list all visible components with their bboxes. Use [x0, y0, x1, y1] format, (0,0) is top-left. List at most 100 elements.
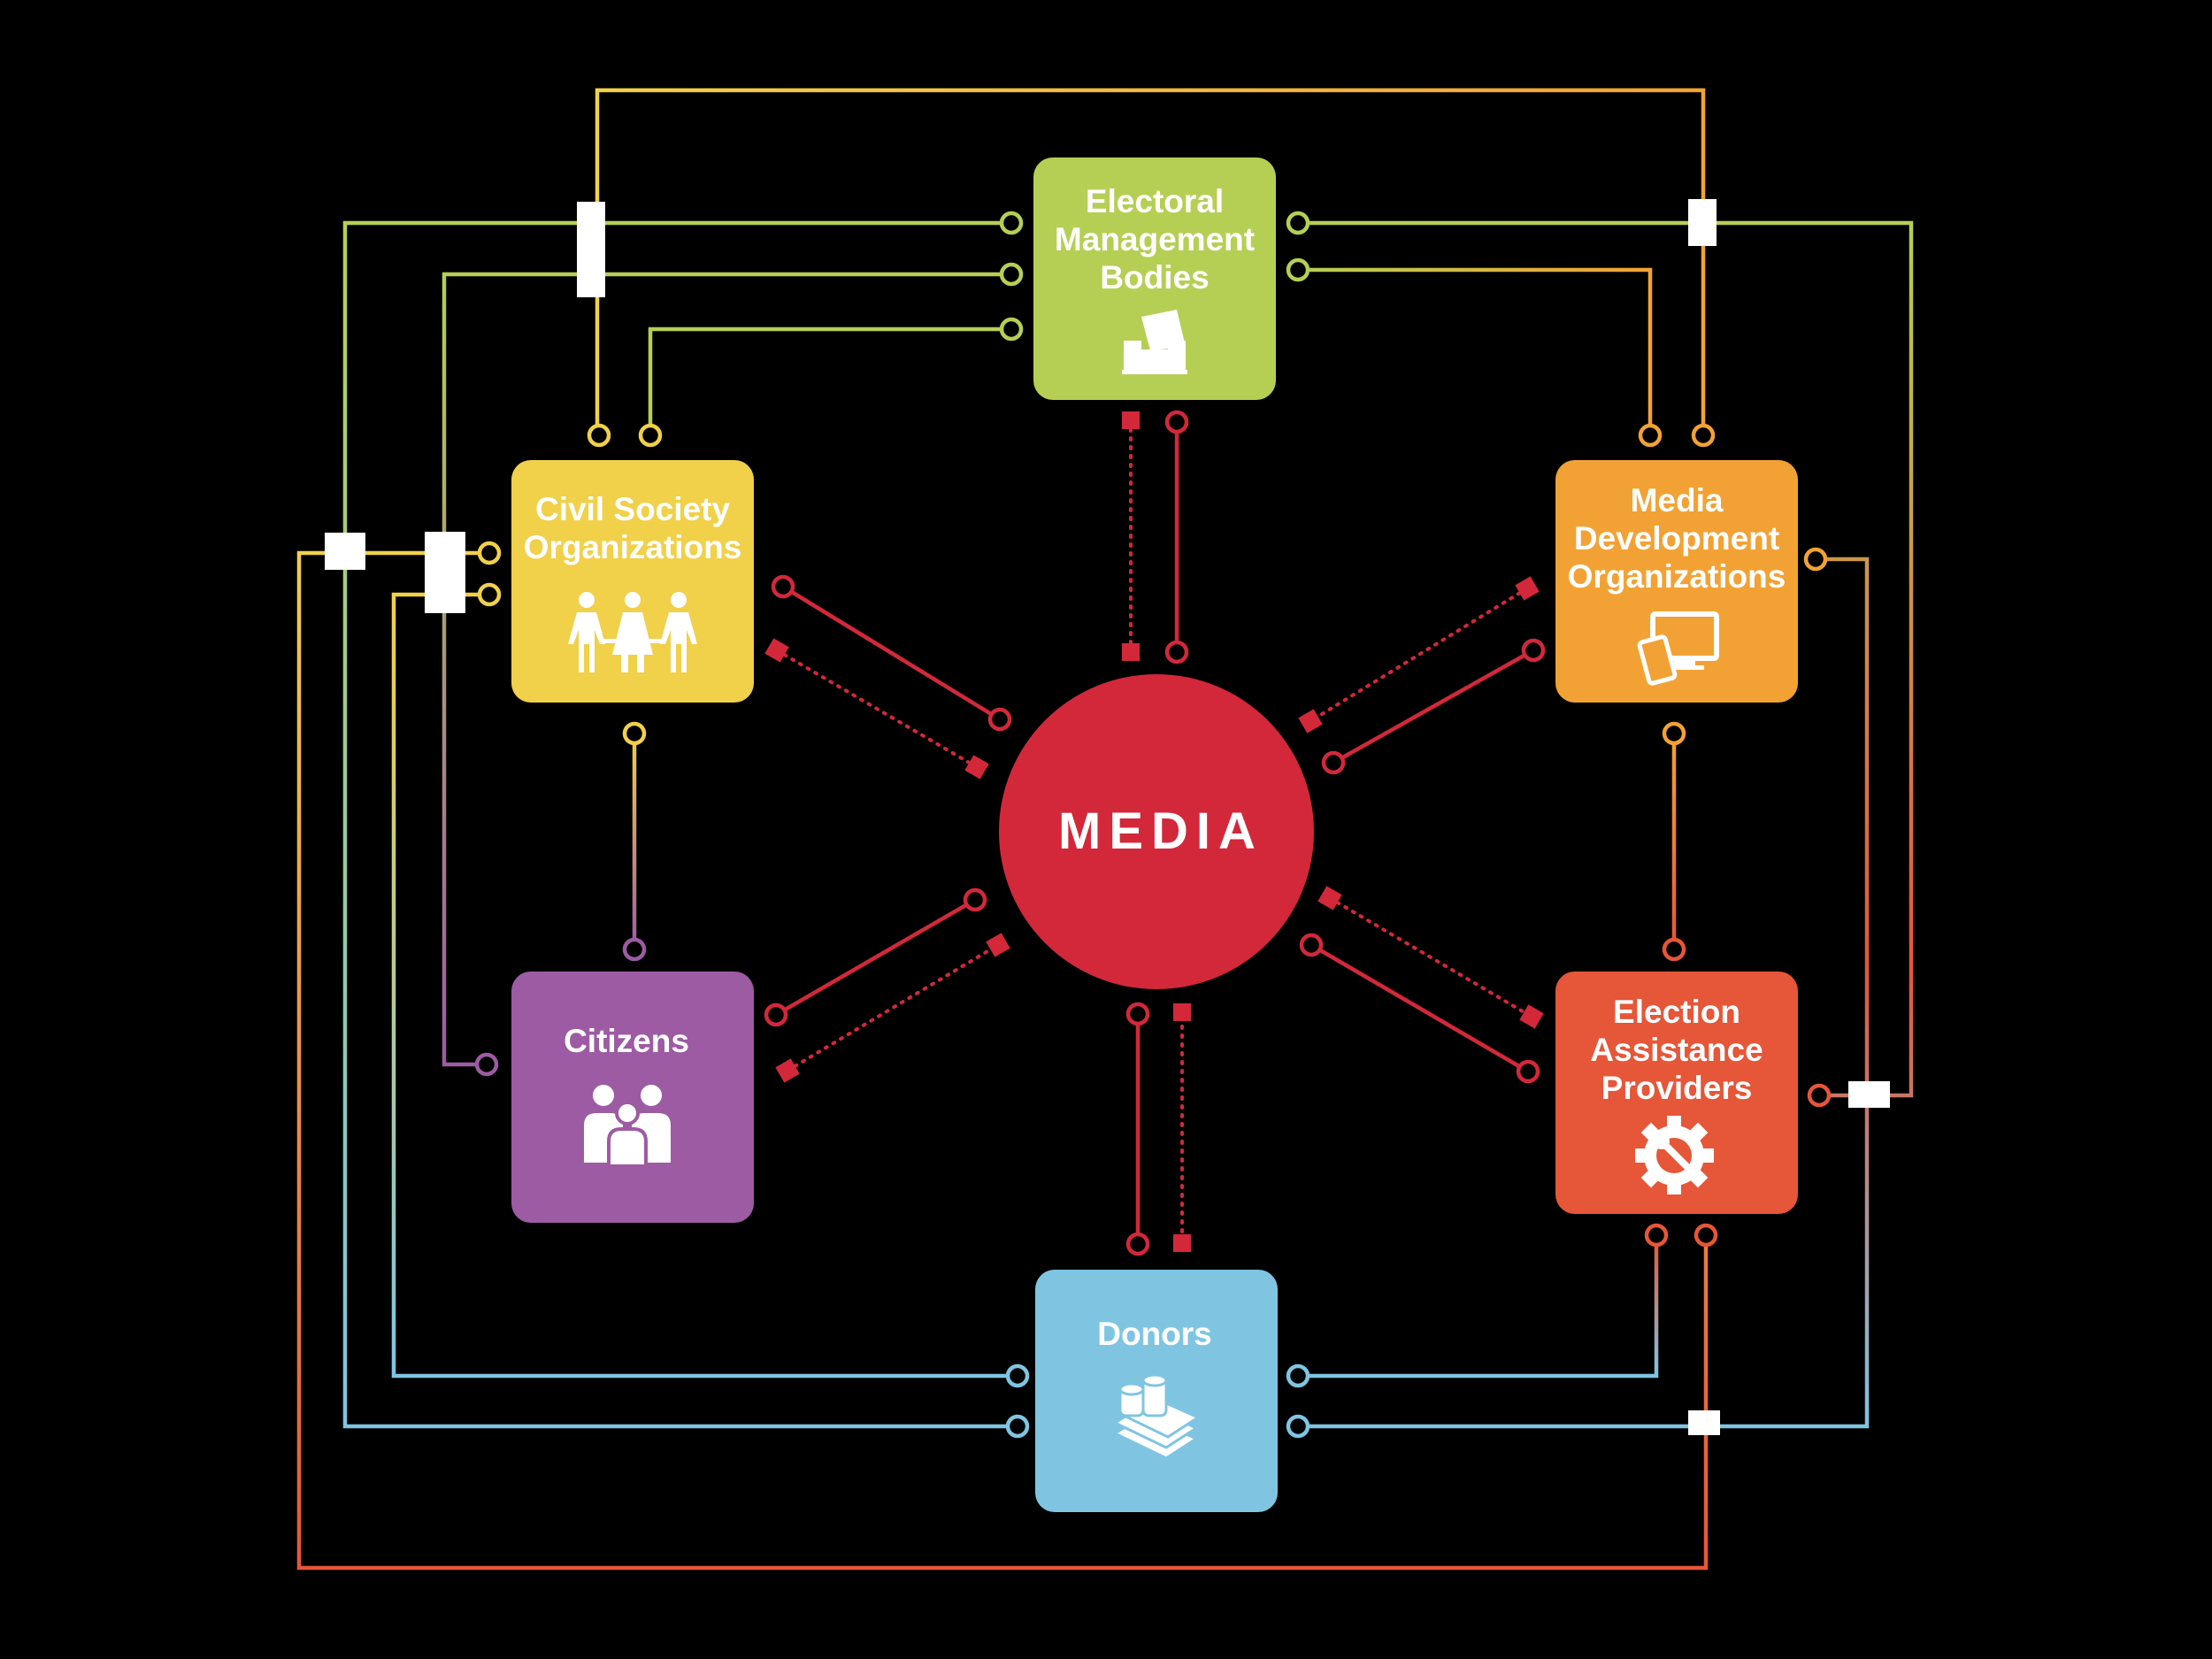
terminal-square	[1122, 411, 1140, 429]
coin-top	[1118, 1382, 1145, 1396]
spoke-eap-dotted	[1328, 896, 1533, 1018]
port	[1005, 1414, 1030, 1439]
terminal-port	[1521, 638, 1546, 663]
node-label-line: Organizations	[1568, 558, 1786, 595]
port	[638, 423, 663, 448]
wire-cso-eap-outer	[296, 550, 1709, 1571]
node-label-line: Organizations	[524, 529, 742, 565]
port	[1005, 1363, 1030, 1388]
port	[587, 423, 611, 448]
ballot-box-icon	[1122, 310, 1187, 374]
terminal-port	[1125, 1002, 1150, 1026]
crossing-bar	[1688, 1410, 1720, 1435]
family-icon	[580, 1081, 674, 1168]
ballot-paper	[1141, 310, 1186, 350]
port	[1286, 1414, 1310, 1439]
person-head	[579, 592, 595, 608]
port	[622, 721, 647, 746]
node-media-development-organizations: Media Development Organizations	[1555, 460, 1798, 703]
spoke-mdo-dotted	[1309, 587, 1529, 723]
terminal-square	[1298, 709, 1323, 733]
spoke-cso-dotted	[775, 649, 979, 769]
wire-emb-citizens	[442, 272, 1013, 1067]
port	[1662, 937, 1686, 962]
terminal-port	[1321, 750, 1346, 775]
wire-emb-mdo	[1298, 267, 1653, 434]
node-label-line: Management	[1055, 221, 1255, 257]
terminal-port	[771, 574, 795, 599]
monitor-stand	[1674, 658, 1695, 667]
port	[477, 582, 502, 607]
wire-emb-cso	[648, 326, 1013, 434]
child-head	[615, 1101, 640, 1125]
terminal-square	[1519, 1004, 1544, 1029]
terminal-port	[1299, 933, 1324, 957]
spoke-eap-solid	[1310, 943, 1530, 1073]
terminal-port	[764, 1002, 788, 1027]
wire-mdo-donors	[1298, 557, 1870, 1429]
port	[1803, 547, 1828, 572]
terminal-square	[764, 638, 789, 663]
person-head	[625, 592, 641, 608]
port	[1638, 423, 1663, 448]
monitor-base	[1665, 665, 1704, 670]
node-citizens: Citizens	[511, 972, 754, 1223]
port	[1694, 1223, 1718, 1248]
terminal-port	[1164, 640, 1189, 664]
node-label-line: Development	[1574, 520, 1779, 557]
terminal-port	[987, 707, 1012, 732]
port	[1286, 257, 1310, 282]
wire-donors-eap	[1298, 1236, 1659, 1379]
wire-emb-donors-outer	[342, 220, 1018, 1429]
node-electoral-management-bodies: Electoral Management Bodies	[1033, 157, 1276, 400]
media-hub: MEDIA	[999, 674, 1314, 989]
ballot-box	[1124, 341, 1186, 373]
held-hand	[649, 639, 664, 643]
node-election-assistance-providers: Election Assistance Providers	[1555, 972, 1798, 1214]
node-box	[1555, 972, 1798, 1214]
terminal-square	[1173, 1234, 1191, 1252]
money-stack-icon	[1111, 1373, 1202, 1460]
person-body	[612, 612, 653, 672]
node-box	[511, 972, 754, 1223]
person-body	[568, 612, 605, 672]
port	[474, 1052, 499, 1077]
port	[1286, 211, 1310, 235]
node-donors: Donors	[1035, 1270, 1278, 1512]
node-label-line: Election	[1613, 994, 1740, 1030]
node-label-line: Providers	[1601, 1070, 1753, 1106]
crossing-bar	[325, 533, 365, 570]
crossing-bar	[1688, 199, 1717, 246]
media-square-terminals	[764, 411, 1544, 1252]
media-label: MEDIA	[1058, 803, 1263, 860]
terminal-square	[1515, 576, 1540, 601]
port	[999, 211, 1024, 235]
node-label-line: Electoral	[1086, 183, 1224, 219]
coin-top	[1141, 1373, 1168, 1387]
node-box	[1033, 157, 1276, 400]
port	[622, 937, 647, 962]
child-body	[607, 1127, 648, 1168]
node-label-line: Assistance	[1590, 1032, 1763, 1068]
terminal-square	[1173, 1003, 1191, 1021]
media-connections	[774, 422, 1535, 1243]
terminal-port	[1164, 410, 1189, 434]
adult-head	[637, 1081, 665, 1110]
port	[1691, 423, 1716, 448]
media-circle-terminals	[764, 410, 1546, 1256]
crossing-bar	[425, 532, 465, 613]
gear-wrench-icon	[1635, 1116, 1714, 1194]
terminal-square	[775, 1058, 800, 1083]
port	[999, 262, 1024, 287]
crossing-bars	[325, 199, 1890, 1435]
held-hand	[602, 639, 616, 643]
crossing-bar	[1848, 1081, 1890, 1108]
spoke-citizens-dotted	[786, 943, 1000, 1072]
port	[1662, 721, 1686, 746]
crossing-bar	[577, 202, 605, 297]
spoke-citizens-solid	[774, 898, 977, 1017]
terminal-square	[964, 755, 989, 780]
port	[1644, 1223, 1669, 1248]
node-label-line: Citizens	[564, 1023, 689, 1059]
